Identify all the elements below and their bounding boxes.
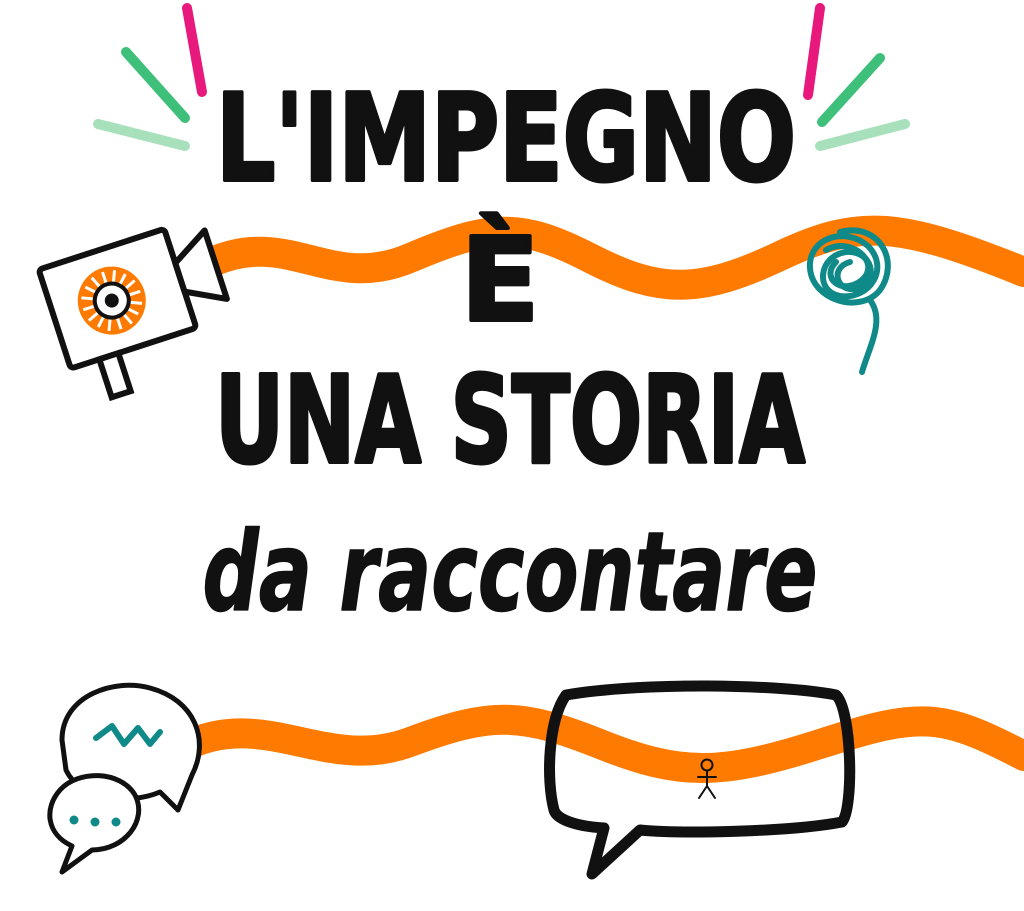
tangled-scribble-icon bbox=[806, 227, 891, 375]
title-line-3: UNA STORIA bbox=[215, 352, 805, 491]
stick-figure-icon bbox=[697, 758, 717, 799]
burst-lines-right bbox=[803, 3, 910, 151]
movie-camera-icon bbox=[36, 226, 230, 402]
speech-bubble-icon bbox=[544, 680, 856, 880]
title-line-4: da raccontare bbox=[203, 508, 818, 636]
title-line-2: È bbox=[461, 212, 540, 348]
chat-bubbles-icon bbox=[47, 682, 202, 875]
burst-lines-left bbox=[93, 3, 207, 151]
orange-wave-bottom bbox=[180, 704, 1024, 783]
orange-wave-top bbox=[197, 215, 1024, 300]
title-line-1: L'IMPEGNO bbox=[216, 70, 796, 209]
